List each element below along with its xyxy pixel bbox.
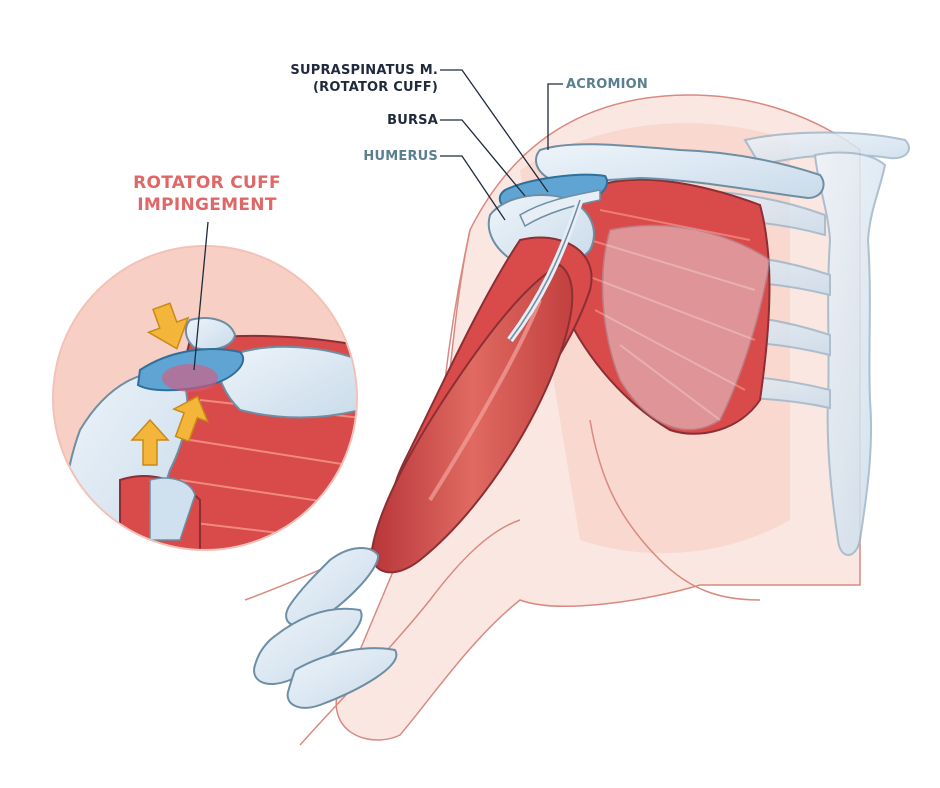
- label-supraspinatus-line1: SUPRASPINATUS M.: [290, 63, 438, 78]
- clavicle-right: [743, 131, 910, 167]
- zoom-scapula: [217, 345, 357, 419]
- leader-impingement: [193, 221, 209, 371]
- scapula-muscle-fibers: [584, 209, 756, 421]
- leader-supraspinatus: [440, 69, 549, 193]
- scapula-ghost: [601, 224, 771, 431]
- skin-outline-lower: [589, 419, 761, 601]
- biceps-highlight: [428, 299, 542, 502]
- zoom-circle-outline: [52, 245, 358, 551]
- leader-acromion: [547, 83, 563, 150]
- title-line-1: ROTATOR CUFF: [133, 173, 281, 193]
- arrow-up-left-icon: [130, 418, 170, 466]
- arrow-down-icon: [146, 302, 190, 350]
- supraspinatus-tendon: [519, 189, 601, 228]
- leader-bursa: [440, 119, 526, 197]
- leader-lines: [193, 69, 563, 371]
- label-humerus: HUMERUS: [363, 149, 438, 164]
- label-supraspinatus: SUPRASPINATUS M. (ROTATOR CUFF): [290, 62, 438, 96]
- zoom-inflammation: [162, 364, 218, 392]
- forearm-bone-distal: [286, 647, 398, 709]
- skin-outline-arm: [299, 519, 521, 746]
- zoom-inset-content: [53, 246, 357, 550]
- label-acromion: ACROMION: [566, 77, 648, 92]
- biceps-tendon-outline: [509, 199, 581, 341]
- label-bursa: BURSA: [387, 113, 438, 128]
- diagram-title: ROTATOR CUFF IMPINGEMENT: [112, 172, 302, 216]
- label-supraspinatus-line2: (ROTATOR CUFF): [313, 80, 438, 95]
- leader-humerus: [440, 155, 506, 221]
- zoom-bone-cap: [149, 477, 196, 541]
- impingement-arrows: [130, 302, 209, 466]
- arrow-up-right-icon: [171, 395, 209, 443]
- title-line-2: IMPINGEMENT: [137, 195, 277, 215]
